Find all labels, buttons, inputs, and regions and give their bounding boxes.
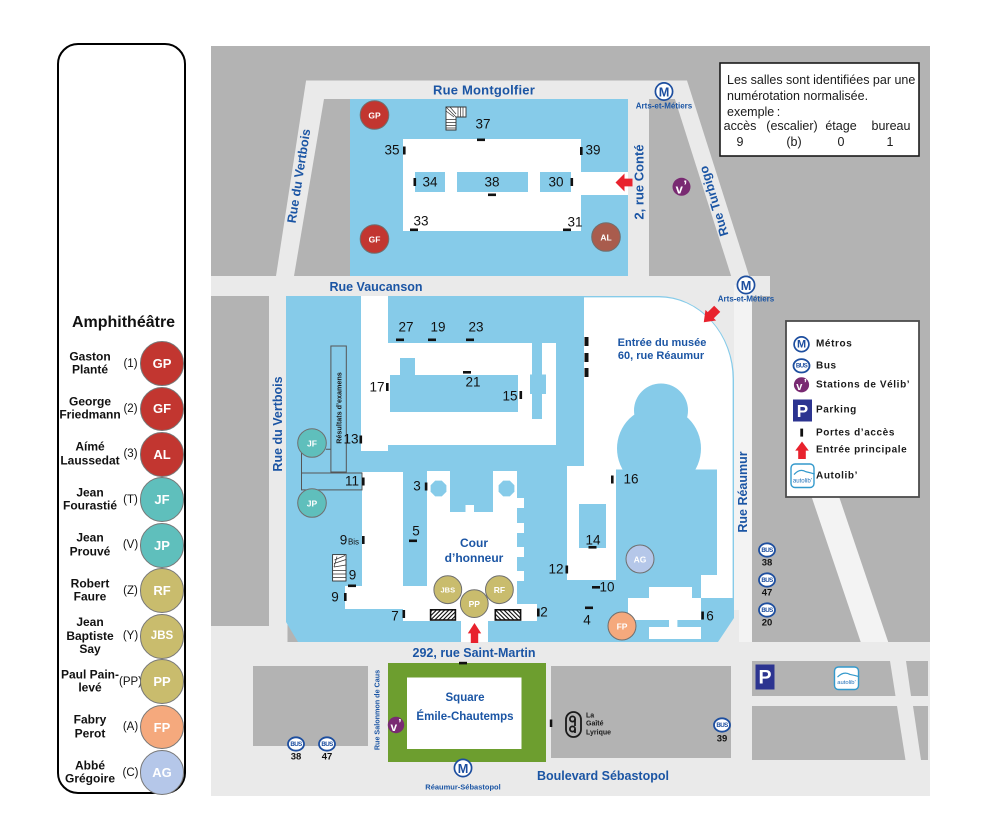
- svg-text:GP: GP: [368, 111, 381, 121]
- svg-text:JF: JF: [307, 439, 317, 449]
- svg-text:BUS: BUS: [321, 741, 333, 748]
- svg-text:BUS: BUS: [761, 607, 773, 614]
- svg-text:JBS: JBS: [441, 586, 456, 595]
- svg-text:v: v: [796, 381, 803, 393]
- svg-text:v: v: [676, 181, 684, 196]
- svg-text:RF: RF: [494, 585, 505, 595]
- svg-text:M: M: [659, 84, 670, 99]
- svg-text:BUS: BUS: [796, 363, 808, 370]
- svg-text:AL: AL: [600, 233, 611, 243]
- svg-text:autolib’: autolib’: [837, 680, 856, 686]
- svg-text:’: ’: [804, 377, 807, 389]
- svg-text:AG: AG: [634, 555, 647, 565]
- svg-text:BUS: BUS: [761, 577, 773, 584]
- svg-text:BUS: BUS: [716, 722, 728, 729]
- svg-text:PP: PP: [469, 599, 481, 609]
- svg-text:autolib’: autolib’: [793, 477, 812, 484]
- svg-text:BUS: BUS: [761, 547, 773, 554]
- svg-text:’: ’: [683, 178, 687, 193]
- svg-text:M: M: [458, 761, 469, 776]
- svg-text:v: v: [390, 720, 397, 734]
- svg-text:P: P: [797, 401, 808, 421]
- svg-text:GF: GF: [369, 235, 381, 245]
- svg-text:’: ’: [398, 717, 401, 731]
- svg-text:M: M: [741, 278, 752, 293]
- svg-text:FP: FP: [617, 622, 628, 632]
- svg-text:P: P: [758, 667, 771, 689]
- svg-text:BUS: BUS: [290, 741, 302, 748]
- svg-text:M: M: [797, 339, 806, 351]
- svg-text:JP: JP: [307, 499, 318, 509]
